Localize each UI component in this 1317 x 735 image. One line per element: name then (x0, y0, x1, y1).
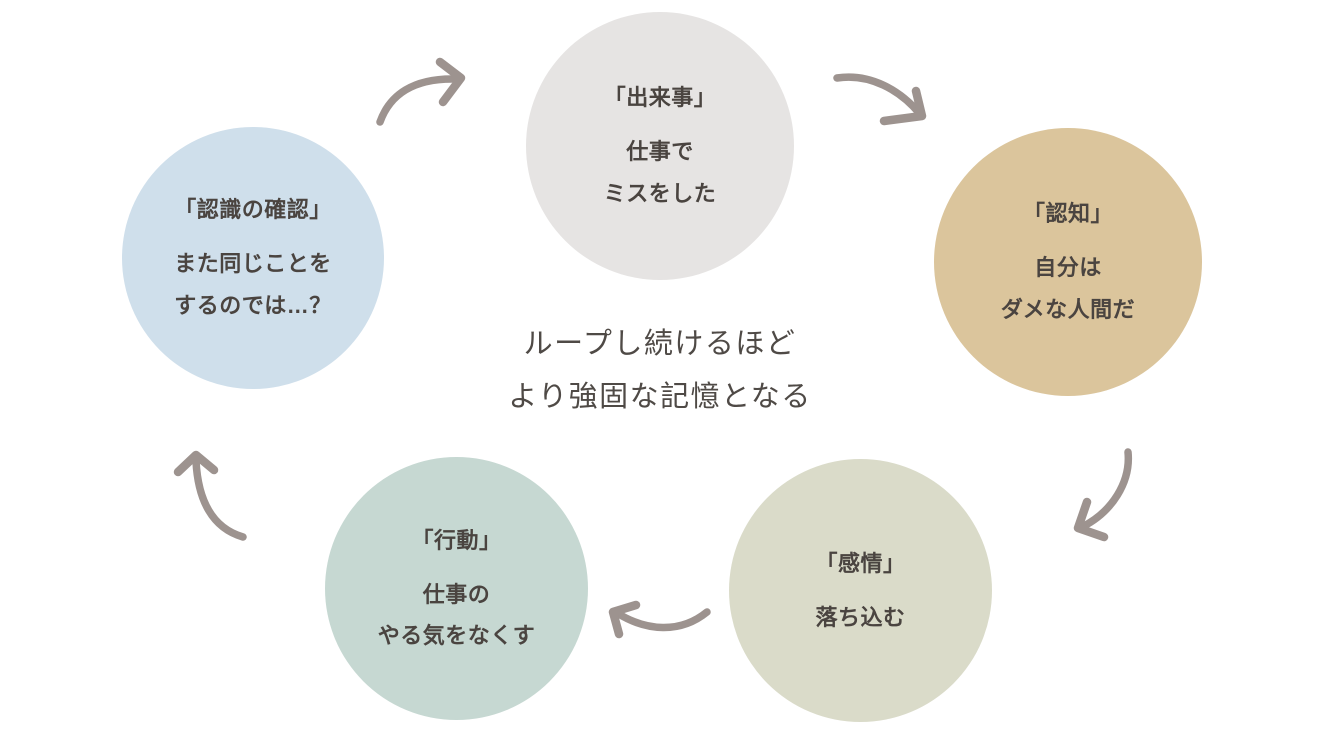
node-recognition-body: また同じことを するのでは…？ (174, 243, 332, 327)
node-behavior-body-line: やる気をなくす (377, 623, 536, 649)
curved-arrow-behavior-to-recognition-icon (173, 450, 247, 541)
node-behavior-body: 仕事の やる気をなくす (378, 574, 536, 658)
node-event-body-line: 仕事で (626, 139, 694, 165)
node-event-body: 仕事で ミスをした (604, 131, 717, 215)
curved-arrow-cognition-to-emotion-icon (1073, 448, 1132, 542)
node-emotion-body: 落ち込む (815, 597, 905, 639)
node-recognition-title: 「認識の確認」 (174, 197, 332, 223)
node-event-body-line: ミスをした (603, 180, 717, 206)
curved-arrow-recognition-to-event-icon (376, 57, 466, 126)
node-cognition-title: 「認知」 (1022, 201, 1113, 227)
center-caption-line: ループし続けるほど (523, 328, 797, 360)
center-caption-line: より強固な記憶となる (508, 380, 812, 413)
node-emotion-body-line: 落ち込む (815, 604, 906, 630)
node-emotion: 「感情」 落ち込む (729, 459, 992, 722)
curved-arrow-event-to-cognition-icon (833, 73, 927, 126)
node-emotion-title: 「感情」 (815, 550, 906, 576)
node-cognition-body-line: 自分は (1034, 255, 1102, 281)
center-caption: ループし続けるほど より強固な記憶となる (410, 318, 910, 424)
node-recognition-body-line: また同じことを (174, 251, 332, 277)
node-cognition: 「認知」 自分は ダメな人間だ (934, 128, 1202, 396)
node-behavior-body-line: 仕事の (422, 581, 491, 607)
node-recognition-body-line: するのでは…？ (174, 292, 332, 318)
node-behavior: 「行動」 仕事の やる気をなくす (325, 457, 588, 720)
node-recognition: 「認識の確認」 また同じことを するのでは…？ (122, 127, 384, 389)
node-behavior-title: 「行動」 (411, 527, 502, 553)
node-event: 「出来事」 仕事で ミスをした (526, 12, 794, 280)
curved-arrow-emotion-to-behavior-icon (608, 600, 711, 639)
node-cognition-body-line: ダメな人間だ (1000, 296, 1136, 322)
node-event-title: 「出来事」 (603, 85, 717, 111)
node-cognition-body: 自分は ダメな人間だ (1001, 247, 1135, 331)
